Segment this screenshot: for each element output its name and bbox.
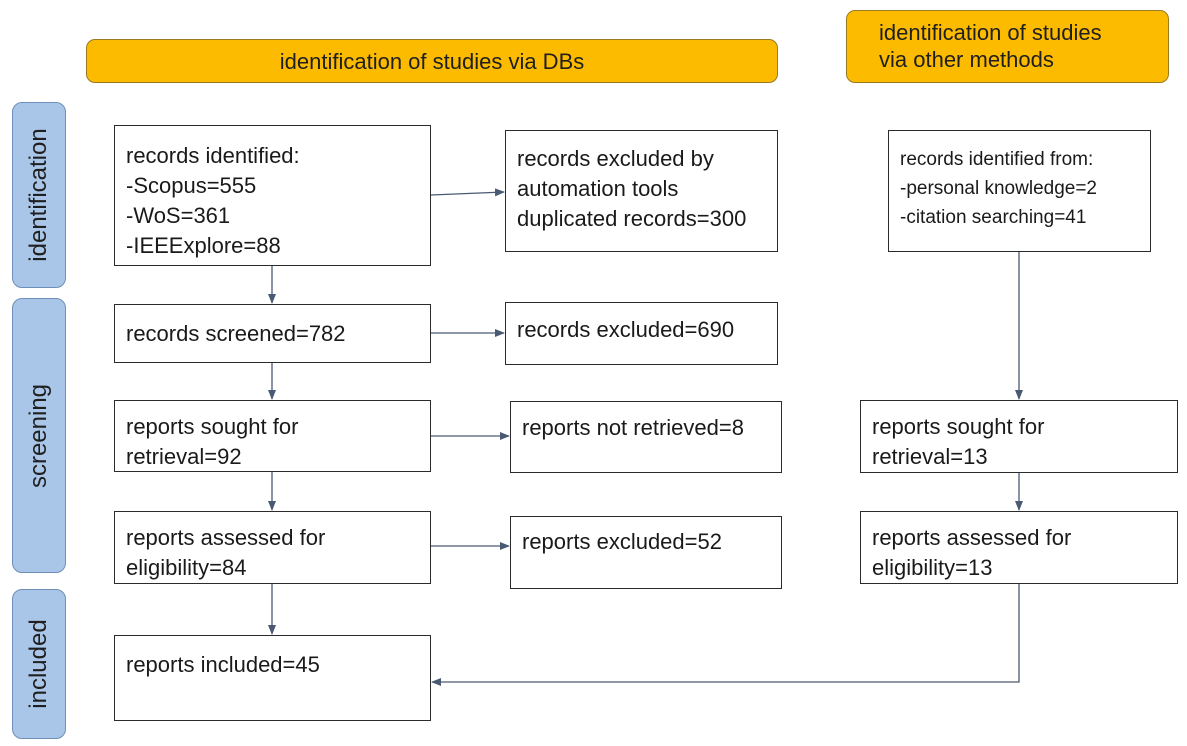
phase-included: included bbox=[12, 589, 66, 739]
other-reports-assessed-box: reports assessed for eligibility=13 bbox=[860, 511, 1178, 584]
box-line: records excluded by bbox=[517, 146, 714, 171]
db-identification-header-label: identification of studies via DBs bbox=[279, 48, 585, 74]
box-line: reports assessed for bbox=[126, 525, 326, 550]
reports-assessed-box: reports assessed for eligibility=84 bbox=[114, 511, 431, 584]
box-line: -Scopus=555 bbox=[126, 173, 257, 198]
records-excluded-box: records excluded=690 bbox=[505, 302, 778, 365]
box-line: records screened=782 bbox=[126, 321, 346, 346]
other-methods-header: identification of studies via other meth… bbox=[846, 10, 1169, 83]
records-excluded-automation-box: records excluded by automation tools dup… bbox=[505, 130, 778, 252]
reports-excluded-box: reports excluded=52 bbox=[510, 516, 782, 589]
other-reports-sought-box: reports sought for retrieval=13 bbox=[860, 400, 1178, 473]
box-line: duplicated records=300 bbox=[517, 206, 747, 231]
box-line: retrieval=92 bbox=[126, 444, 242, 469]
box-line: reports not retrieved=8 bbox=[522, 415, 744, 440]
db-identification-header: identification of studies via DBs bbox=[86, 39, 778, 83]
box-line: retrieval=13 bbox=[872, 444, 988, 469]
box-line: -citation searching=41 bbox=[900, 207, 1087, 228]
box-line: reports sought for bbox=[872, 414, 1045, 439]
box-line: records identified from: bbox=[900, 149, 1094, 170]
box-line: -IEEExplore=88 bbox=[126, 233, 281, 258]
box-line: reports excluded=52 bbox=[522, 529, 722, 554]
box-line: -personal knowledge=2 bbox=[900, 178, 1097, 199]
box-line: records excluded=690 bbox=[517, 317, 735, 342]
arrow-identified-to-automation-excluded bbox=[430, 188, 505, 197]
phase-identification: identification bbox=[12, 102, 66, 288]
records-identified-box: records identified: -Scopus=555 -WoS=361… bbox=[114, 125, 431, 266]
other-methods-header-line-2: via other methods bbox=[879, 47, 1054, 72]
reports-not-retrieved-box: reports not retrieved=8 bbox=[510, 401, 782, 473]
other-records-identified-box: records identified from: -personal knowl… bbox=[888, 130, 1151, 252]
box-line: reports sought for bbox=[126, 414, 299, 439]
box-line: reports assessed for bbox=[872, 525, 1072, 550]
records-screened-box: records screened=782 bbox=[114, 304, 431, 363]
box-line: automation tools bbox=[517, 176, 679, 201]
reports-sought-box: reports sought for retrieval=92 bbox=[114, 400, 431, 472]
box-line: eligibility=84 bbox=[126, 555, 247, 580]
phase-screening: screening bbox=[12, 298, 66, 573]
reports-included-box: reports included=45 bbox=[114, 635, 431, 721]
arrow-other-assessed-to-included bbox=[431, 584, 1020, 686]
box-line: records identified: bbox=[126, 143, 300, 168]
box-line: reports included=45 bbox=[126, 652, 320, 677]
box-line: eligibility=13 bbox=[872, 555, 993, 580]
box-line: -WoS=361 bbox=[126, 203, 231, 228]
other-methods-header-line-1: identification of studies bbox=[879, 20, 1102, 45]
